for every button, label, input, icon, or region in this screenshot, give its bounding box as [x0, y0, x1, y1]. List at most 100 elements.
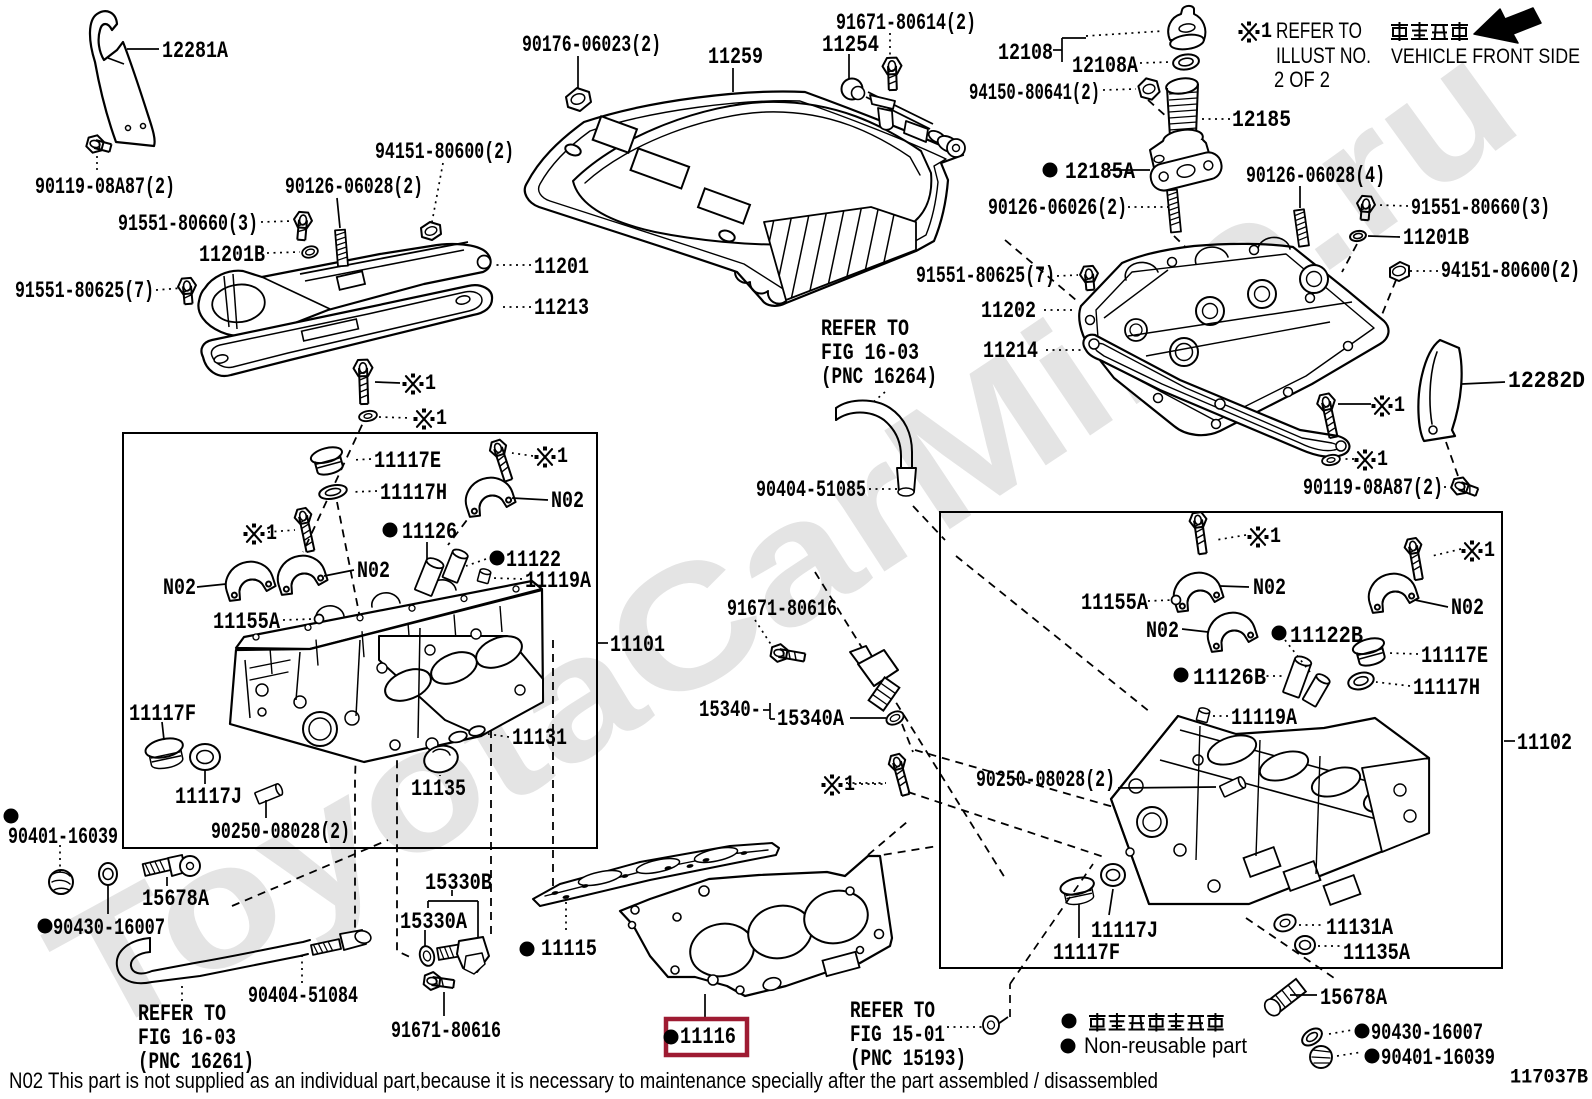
svg-text:11116: 11116 — [680, 1024, 736, 1050]
svg-text:12185A: 12185A — [1065, 159, 1135, 185]
svg-text:90430-16007: 90430-16007 — [53, 915, 165, 941]
svg-text:11117F: 11117F — [1053, 940, 1120, 966]
svg-text:11117J: 11117J — [1091, 918, 1158, 944]
svg-text:117037B: 117037B — [1510, 1067, 1588, 1090]
svg-text:94151-80600(2): 94151-80600(2) — [1441, 258, 1580, 284]
svg-text:90401-16039: 90401-16039 — [1381, 1045, 1495, 1071]
svg-text:(PNC 16264): (PNC 16264) — [821, 364, 937, 390]
svg-text:FIG 15-01: FIG 15-01 — [850, 1022, 945, 1048]
svg-text:ILLUST NO.: ILLUST NO. — [1276, 43, 1371, 68]
svg-text:12282D: 12282D — [1508, 368, 1585, 394]
svg-text:12108A: 12108A — [1072, 53, 1138, 79]
svg-text:REFER TO: REFER TO — [1276, 18, 1362, 43]
svg-text:1: 1 — [436, 406, 447, 431]
svg-text:11119A: 11119A — [1231, 705, 1297, 731]
svg-text:91551-80660(3): 91551-80660(3) — [118, 211, 258, 237]
svg-text:11122: 11122 — [506, 547, 561, 573]
svg-text:15330A: 15330A — [400, 909, 467, 935]
svg-text:N02: N02 — [551, 488, 584, 514]
svg-text:11135: 11135 — [411, 776, 466, 802]
svg-text:REFER TO: REFER TO — [138, 1001, 226, 1027]
svg-text:90430-16007: 90430-16007 — [1371, 1020, 1483, 1046]
svg-text:1: 1 — [557, 444, 568, 469]
svg-text:FIG 16-03: FIG 16-03 — [821, 340, 919, 366]
svg-text:REFER TO: REFER TO — [821, 316, 909, 342]
svg-text:11259: 11259 — [708, 44, 763, 70]
svg-text:91551-80625(7): 91551-80625(7) — [15, 278, 154, 304]
svg-text:N02: N02 — [163, 575, 196, 601]
svg-text:90404-51084: 90404-51084 — [248, 983, 358, 1009]
svg-text:11126B: 11126B — [1193, 665, 1266, 691]
svg-text:90404-51085: 90404-51085 — [756, 477, 866, 503]
svg-text:90126-06028(2): 90126-06028(2) — [285, 174, 423, 200]
svg-text:91551-80625(7): 91551-80625(7) — [916, 263, 1055, 289]
svg-text:11126: 11126 — [402, 519, 457, 545]
svg-text:90119-08A87(2): 90119-08A87(2) — [35, 174, 175, 200]
svg-text:11117E: 11117E — [1421, 643, 1488, 669]
svg-text:1: 1 — [1261, 19, 1272, 44]
svg-text:91671-80616: 91671-80616 — [727, 596, 837, 622]
svg-text:90250-08028(2): 90250-08028(2) — [211, 819, 350, 845]
svg-text:11201B: 11201B — [1403, 225, 1469, 251]
svg-text:11214: 11214 — [983, 338, 1038, 364]
svg-text:11254: 11254 — [822, 32, 879, 58]
svg-text:11117H: 11117H — [1413, 675, 1480, 701]
svg-text:11117E: 11117E — [374, 448, 441, 474]
svg-text:N02: N02 — [357, 558, 390, 584]
svg-text:11101: 11101 — [610, 632, 665, 658]
svg-text:1: 1 — [266, 521, 277, 546]
svg-text:11122B: 11122B — [1290, 623, 1363, 649]
svg-text:1: 1 — [1484, 538, 1495, 563]
svg-text:(PNC 16261): (PNC 16261) — [138, 1049, 254, 1075]
svg-text:11115: 11115 — [541, 936, 597, 962]
svg-text:11155A: 11155A — [1081, 590, 1148, 616]
svg-text:N02: N02 — [1146, 618, 1179, 644]
svg-text:N02: N02 — [1253, 575, 1286, 601]
svg-text:12185: 12185 — [1232, 107, 1291, 133]
svg-text:11201B: 11201B — [199, 242, 265, 268]
svg-text:90176-06023(2): 90176-06023(2) — [522, 32, 661, 58]
svg-text:1: 1 — [1270, 524, 1281, 549]
svg-text:15340A: 15340A — [777, 706, 844, 732]
svg-text:11213: 11213 — [534, 295, 589, 321]
svg-text:11117F: 11117F — [129, 701, 196, 727]
svg-text:1: 1 — [1394, 393, 1405, 418]
svg-text:11117H: 11117H — [380, 480, 447, 506]
svg-text:1: 1 — [1377, 447, 1388, 472]
svg-text:11119A: 11119A — [525, 568, 591, 594]
svg-text:90126-06028(4): 90126-06028(4) — [1246, 163, 1385, 189]
svg-text:15330B: 15330B — [425, 870, 492, 896]
svg-text:1: 1 — [844, 772, 855, 797]
svg-text:90401-16039: 90401-16039 — [8, 824, 118, 850]
svg-text:15340-: 15340- — [699, 697, 761, 723]
svg-text:Non-reusable part: Non-reusable part — [1084, 1033, 1247, 1058]
svg-text:90126-06026(2): 90126-06026(2) — [988, 195, 1127, 221]
svg-text:91671-80614(2): 91671-80614(2) — [836, 10, 976, 36]
svg-text:94151-80600(2): 94151-80600(2) — [375, 139, 514, 165]
svg-text:1: 1 — [425, 371, 436, 396]
svg-text:12108: 12108 — [998, 40, 1053, 66]
svg-text:11201: 11201 — [534, 254, 589, 280]
svg-text:REFER TO: REFER TO — [850, 998, 935, 1024]
svg-text:12281A: 12281A — [162, 38, 228, 64]
svg-text:(PNC 15193): (PNC 15193) — [850, 1046, 966, 1072]
svg-text:11135A: 11135A — [1343, 940, 1410, 966]
svg-text:11131: 11131 — [512, 725, 567, 751]
svg-text:11102: 11102 — [1517, 730, 1572, 756]
svg-text:11131A: 11131A — [1326, 915, 1393, 941]
svg-text:N02: N02 — [1451, 595, 1484, 621]
svg-text:91671-80616: 91671-80616 — [391, 1018, 501, 1044]
svg-text:15678A: 15678A — [1320, 985, 1387, 1011]
svg-text:15678A: 15678A — [142, 886, 209, 912]
svg-text:VEHICLE FRONT SIDE: VEHICLE FRONT SIDE — [1391, 45, 1580, 68]
svg-text:2 OF 2: 2 OF 2 — [1274, 67, 1330, 92]
svg-text:11117J: 11117J — [175, 784, 242, 810]
svg-text:11155A: 11155A — [213, 609, 280, 635]
svg-text:90119-08A87(2): 90119-08A87(2) — [1303, 475, 1443, 501]
svg-text:FIG 16-03: FIG 16-03 — [138, 1025, 236, 1051]
svg-text:94150-80641(2): 94150-80641(2) — [969, 80, 1100, 106]
svg-text:91551-80660(3): 91551-80660(3) — [1411, 195, 1550, 221]
svg-text:11202: 11202 — [981, 298, 1036, 324]
svg-text:90250-08028(2): 90250-08028(2) — [976, 767, 1115, 793]
svg-text:N02 This part is not supplied: N02 This part is not supplied as an indi… — [9, 1068, 1158, 1093]
